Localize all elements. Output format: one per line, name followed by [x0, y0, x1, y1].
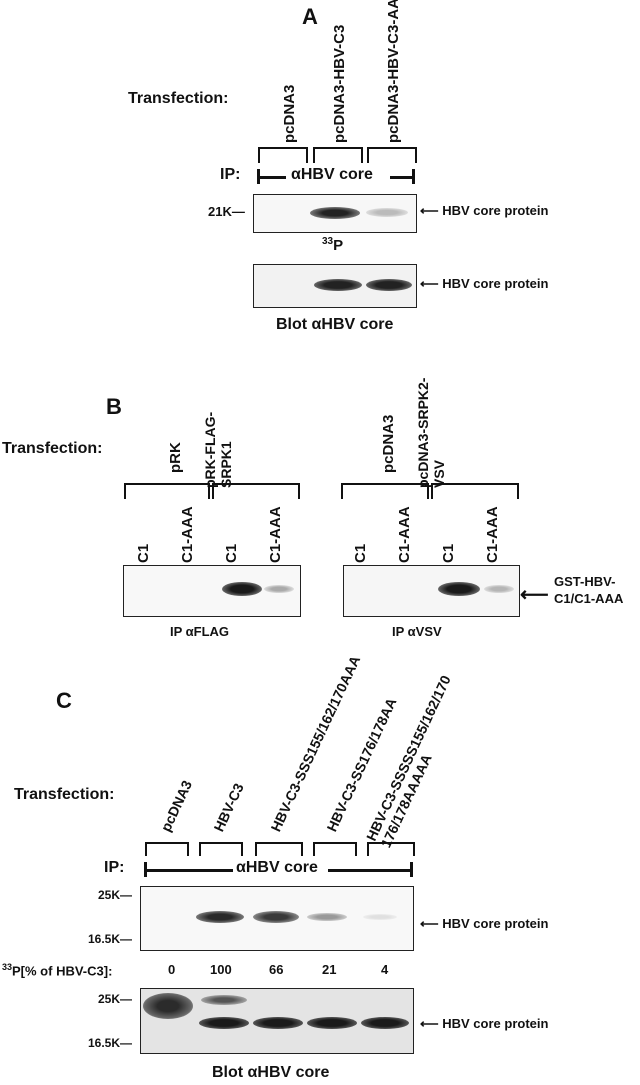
panel-c-bracket-1: [145, 842, 189, 856]
panel-c-band-hbv-c3: [196, 911, 244, 923]
panel-a-33p-blot: [253, 194, 417, 233]
panel-c-quant-value-2: 100: [210, 962, 232, 977]
panel-b-transfection-label: Transfection:: [2, 440, 103, 457]
panel-a-wb-band-hbv-c3: [314, 279, 362, 291]
panel-c-mw-25k-bottom: 25K—: [97, 992, 132, 1006]
panel-b-group2-label-1: pcDNA3: [380, 414, 397, 473]
panel-b-bracket-3: [341, 483, 429, 499]
panel-c-mw-16-5k-bottom: 16.5K—: [87, 1036, 132, 1050]
panel-a-isotope-label: 33P: [322, 236, 344, 254]
panel-a-ip-tick-left: [257, 169, 260, 184]
panel-b-flag-blot: [123, 565, 301, 617]
panel-c-lane-1-label: pcDNA3: [157, 777, 196, 834]
panel-b-bracket-1: [124, 483, 210, 499]
panel-b-lane-4: C1-AAA: [267, 506, 284, 563]
panel-b-vsv-band-c1-aaa: [484, 585, 514, 593]
panel-a-ip-label: IP:: [220, 166, 241, 183]
panel-c-ip-antibody: αHBV core: [236, 859, 318, 876]
panel-a-ip-antibody: αHBV core: [291, 166, 373, 183]
panel-c-western-blot: [140, 988, 414, 1054]
panel-a-bracket-1: [258, 147, 308, 163]
panel-a-bracket-2: [313, 147, 363, 163]
panel-b-lane-3: C1: [223, 543, 240, 563]
panel-c-band-sss: [253, 911, 299, 923]
panel-c-quant-value-3: 66: [269, 962, 284, 977]
panel-a-band-hbv-c3: [310, 207, 360, 219]
panel-c-mw-16-5k-top: 16.5K—: [87, 932, 132, 946]
panel-c-wb-band-sssss: [361, 1017, 409, 1029]
panel-b-arrow-icon: ⟵: [520, 584, 549, 606]
panel-c-ip-line-left: [145, 869, 233, 872]
panel-c-bracket-5: [367, 842, 415, 856]
panel-c-transfection-label: Transfection:: [14, 786, 115, 803]
panel-a-mw-21k: 21K—: [208, 204, 245, 219]
panel-a-ip-line-left: [258, 176, 286, 179]
panel-c-33p-blot: [140, 886, 414, 951]
panel-a-arrow-1: ⟵ HBV core protein: [420, 203, 549, 218]
panel-a-arrow-2: ⟵ HBV core protein: [420, 276, 549, 291]
panel-a-letter: A: [302, 4, 318, 29]
panel-a-ip-tick-right: [412, 169, 415, 184]
panel-c-wb-band-ss: [307, 1017, 357, 1029]
panel-a-band-hbv-c3-aaa: [366, 208, 408, 217]
panel-b-lane-2: C1-AAA: [179, 506, 196, 563]
panel-c-letter: C: [56, 688, 72, 713]
panel-b-group1-label-1: pRK: [167, 442, 184, 473]
panel-a-lane-2-label: pcDNA3-HBV-C3: [331, 24, 348, 143]
panel-c-band-ss: [307, 913, 347, 921]
panel-c-quant-value-4: 21: [322, 962, 337, 977]
panel-c-lane-2-label: HBV-C3: [210, 780, 247, 834]
panel-b-lane-7: C1: [440, 543, 457, 563]
panel-b-lane-6: C1-AAA: [396, 506, 413, 563]
panel-c-ip-tick-right: [410, 862, 413, 877]
panel-c-quant-label: 33P[% of HBV-C3]:: [2, 962, 113, 979]
panel-b-group1-label-2: pRK-FLAG-SRPK1: [202, 411, 234, 488]
panel-b-arrow-label: GST-HBV-C1/C1-AAA: [554, 574, 624, 606]
panel-a-bracket-3: [367, 147, 417, 163]
panel-b-lane-8: C1-AAA: [484, 506, 501, 563]
panel-a-western-blot: [253, 264, 417, 308]
panel-c-wb-background-smear: [143, 993, 193, 1019]
panel-b-flag-band-c1: [222, 582, 262, 596]
panel-b-letter: B: [106, 394, 122, 419]
panel-b-lane-1: C1: [135, 543, 152, 563]
panel-c-blot-label: Blot αHBV core: [212, 1064, 330, 1081]
panel-c-wb-band-sss: [253, 1017, 303, 1029]
panel-c-quant-value-1: 0: [168, 962, 176, 977]
panel-c-wb-band-hbv-c3: [199, 1017, 249, 1029]
panel-b-group2-label-2: pcDNA3-SRPK2-VSV: [415, 377, 447, 488]
panel-b-vsv-band-c1: [438, 582, 480, 596]
panel-a-lane-3-label: pcDNA3-HBV-C3-AAA: [385, 0, 402, 143]
panel-b-flag-band-c1-aaa: [264, 585, 294, 593]
panel-a-blot-label: Blot αHBV core: [276, 316, 394, 333]
panel-c-band-sssss: [363, 914, 397, 920]
panel-a-ip-line-right: [390, 176, 414, 179]
panel-c-bracket-4: [313, 842, 357, 856]
panel-a-wb-band-hbv-c3-aaa: [366, 279, 412, 291]
panel-a-lane-1-label: pcDNA3: [281, 84, 298, 143]
panel-b-bracket-2: [212, 483, 300, 499]
panel-c-quant-value-5: 4: [381, 962, 389, 977]
panel-c-arrow-1: ⟵ HBV core protein: [420, 916, 549, 931]
panel-b-vsv-blot: [343, 565, 520, 617]
panel-c-arrow-2: ⟵ HBV core protein: [420, 1016, 549, 1031]
panel-b-bracket-4: [431, 483, 519, 499]
panel-c-ip-label: IP:: [104, 859, 125, 876]
panel-c-bracket-2: [199, 842, 243, 856]
panel-b-ip-flag: IP αFLAG: [170, 624, 230, 639]
panel-c-mw-25k-top: 25K—: [97, 888, 132, 902]
panel-c-ip-line-right: [328, 869, 412, 872]
panel-b-lane-5: C1: [352, 543, 369, 563]
panel-c-bracket-3: [255, 842, 303, 856]
panel-a-transfection-label: Transfection:: [128, 90, 229, 107]
panel-c-wb-upper-band: [201, 995, 247, 1005]
panel-b-ip-vsv: IP αVSV: [392, 624, 442, 639]
